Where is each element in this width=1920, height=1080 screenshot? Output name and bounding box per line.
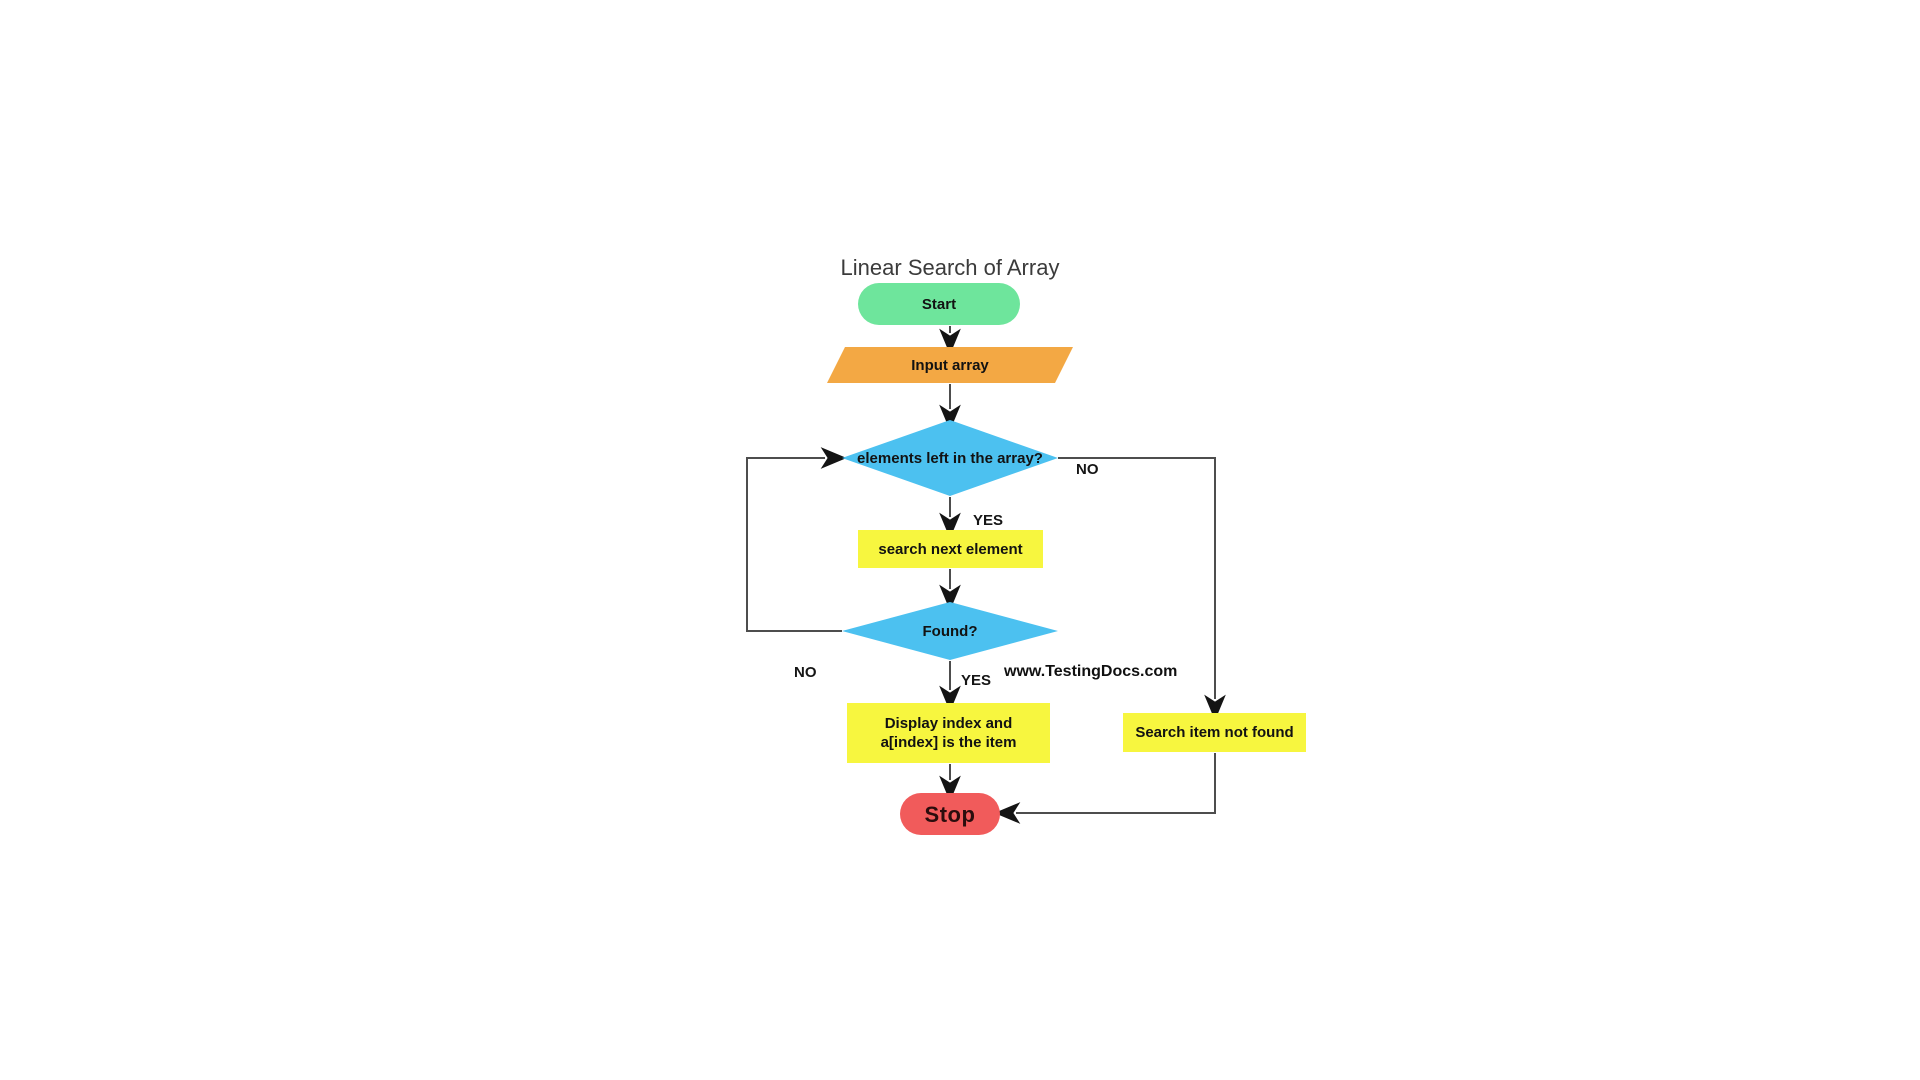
- found-decision-shape: [842, 602, 1058, 660]
- found-no-label: NO: [794, 664, 817, 681]
- elements-left-decision-shape: [842, 420, 1058, 496]
- stop-label: Stop: [924, 801, 976, 827]
- elements-left-label: elements left in the array?: [857, 449, 1043, 467]
- elements-left-no-label: NO: [1076, 461, 1099, 478]
- found-label: Found?: [922, 622, 978, 640]
- edge-elements-left-no-to-not-found: [1058, 457, 1226, 721]
- input-array-parallelogram-shape: [827, 347, 1073, 383]
- display-index-label: Display index and a[index] is the item: [880, 715, 1017, 751]
- search-next-label: search next element: [878, 540, 1023, 558]
- input-array-label: Input array: [911, 356, 989, 374]
- start-label: Start: [921, 295, 957, 313]
- search-next-process-shape: [858, 530, 1043, 568]
- found-yes-label: YES: [961, 672, 992, 689]
- start-terminator-shape: [858, 283, 1020, 325]
- display-index-process-shape: [847, 703, 1050, 763]
- stop-terminator-shape: [900, 793, 1000, 835]
- not-found-label: Search item not found: [1135, 724, 1294, 741]
- edge-not-found-to-stop: [994, 753, 1216, 824]
- watermark-text: www.TestingDocs.com: [1004, 663, 1178, 680]
- edge-found-no-loop-to-elements-left: [746, 447, 847, 632]
- not-found-process-shape: [1123, 713, 1306, 752]
- diagram-title: Linear Search of Array: [840, 255, 1060, 280]
- elements-left-yes-label: YES: [973, 512, 1004, 529]
